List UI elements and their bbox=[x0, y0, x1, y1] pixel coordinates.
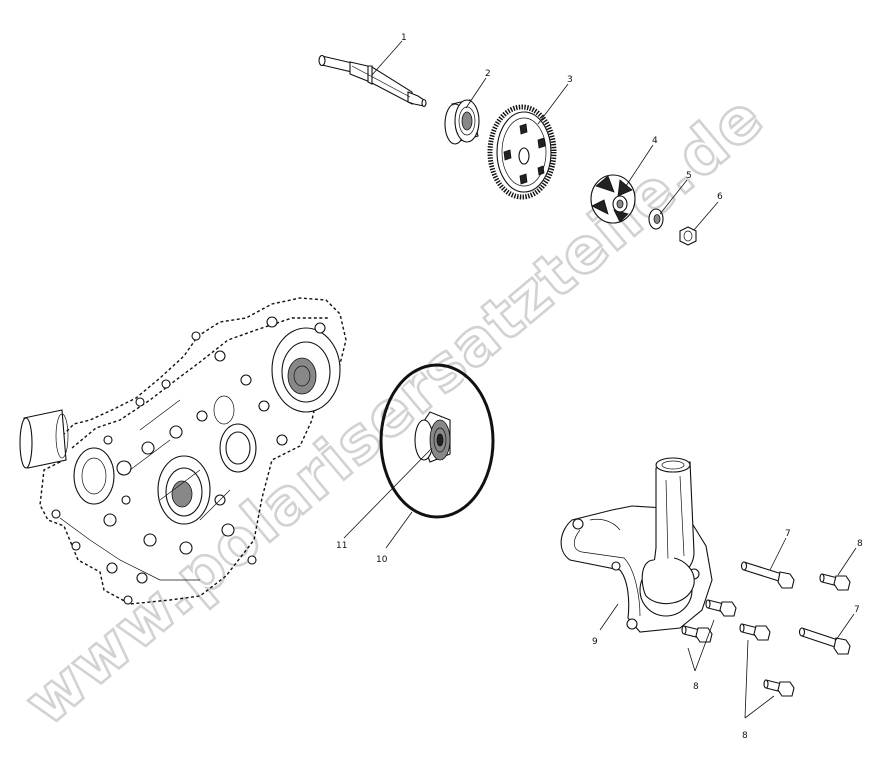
callout-8-bottom: 8 bbox=[742, 731, 748, 741]
leader-lines bbox=[343, 40, 857, 719]
pump-cover-part bbox=[560, 457, 713, 633]
callout-4: 4 bbox=[652, 136, 658, 146]
bolt-8-mid-lower bbox=[681, 625, 713, 643]
nut-part bbox=[679, 226, 697, 246]
bolt-7-upper bbox=[740, 561, 795, 589]
callout-6: 6 bbox=[717, 192, 723, 202]
seal-part bbox=[414, 411, 451, 463]
engine-case bbox=[19, 297, 347, 605]
callout-1: 1 bbox=[401, 33, 407, 43]
callout-7-lower: 7 bbox=[854, 605, 860, 615]
callouts: 1 2 3 4 5 6 7 7 8 8 8 8 9 10 11 bbox=[336, 33, 863, 741]
bolt-8-right-top bbox=[819, 573, 851, 591]
bolt-8-center bbox=[739, 623, 771, 641]
bolt-7-lower bbox=[798, 627, 851, 655]
bearing-part bbox=[444, 99, 480, 145]
callout-7-upper: 7 bbox=[785, 529, 791, 539]
callout-5: 5 bbox=[686, 171, 692, 181]
callout-8-mid: 8 bbox=[693, 682, 699, 692]
shaft-part bbox=[318, 54, 427, 108]
bolt-8-bottom bbox=[763, 679, 795, 697]
bolt-8-mid-upper bbox=[705, 599, 737, 617]
callout-9: 9 bbox=[592, 637, 598, 647]
impeller-part bbox=[590, 174, 636, 224]
callout-8-right: 8 bbox=[857, 539, 863, 549]
gear-part bbox=[487, 104, 557, 200]
watermark: www.polarisersatzteile.de bbox=[11, 80, 777, 739]
callout-10: 10 bbox=[376, 555, 388, 565]
callout-2: 2 bbox=[485, 69, 491, 79]
o-ring-part bbox=[379, 363, 495, 519]
callout-11: 11 bbox=[336, 541, 347, 551]
washer-part bbox=[648, 208, 664, 230]
callout-3: 3 bbox=[567, 75, 573, 85]
